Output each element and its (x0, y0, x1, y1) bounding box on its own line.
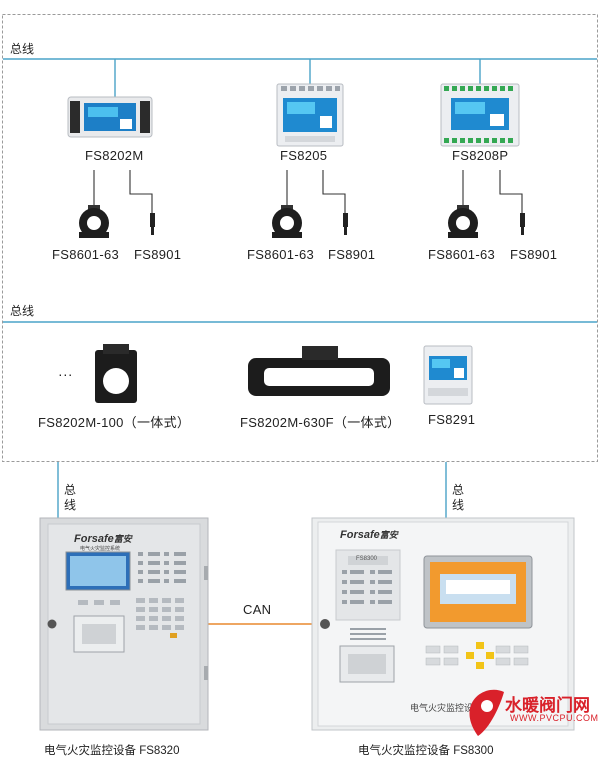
sensor-cables (93, 170, 523, 215)
device-model-fs8208p: FS8208P (452, 148, 509, 163)
sensor-ct-2: FS8601-63 (247, 247, 315, 262)
device-model-fs8202m-100: FS8202M-100（一体式） (38, 415, 191, 430)
sensor-temp-3: FS8901 (510, 247, 558, 262)
more-devices-ellipsis: ··· (58, 366, 73, 382)
sensor-ct-3: FS8601-63 (428, 247, 496, 262)
watermark-text: 水暖阀门网 (505, 696, 590, 715)
fs8300-panel-text: FS8300 (356, 556, 378, 562)
sensor-temp-2: FS8901 (328, 247, 376, 262)
bus-label-left-2: 线 (64, 498, 77, 512)
watermark-url: WWW.PVCPU.COM (510, 713, 599, 723)
bus-label-left-1: 总 (64, 483, 77, 497)
bus-label-1: 总线 (10, 42, 35, 56)
device-model-fs8202m-630f: FS8202M-630F（一体式） (240, 415, 401, 430)
can-label: CAN (243, 602, 272, 617)
system-frame (2, 14, 598, 462)
device-model-fs8291: FS8291 (428, 412, 476, 427)
fs8300-brand-logo: Forsafe富安 (340, 529, 398, 541)
sensor-ct-1: FS8601-63 (52, 247, 120, 262)
device-model-fs8202m: FS8202M (85, 148, 144, 163)
fs8300-caption: 电气火灾监控设备 FS8300 (358, 745, 494, 757)
fs8300-front-text: 电气火灾监控设备 (410, 703, 483, 713)
bus-label-right-2: 线 (452, 498, 465, 512)
bus-label-2: 总线 (10, 304, 35, 318)
fs8320-caption: 电气火灾监控设备 FS8320 (44, 745, 180, 757)
bus-label-right-1: 总 (452, 483, 465, 497)
sensor-temp-1: FS8901 (134, 247, 182, 262)
device-model-fs8205: FS8205 (280, 148, 328, 163)
fs8320-brand-logo: Forsafe富安 (74, 533, 132, 545)
fs8320-panel-text: 电气火灾监控系统 (80, 546, 121, 552)
